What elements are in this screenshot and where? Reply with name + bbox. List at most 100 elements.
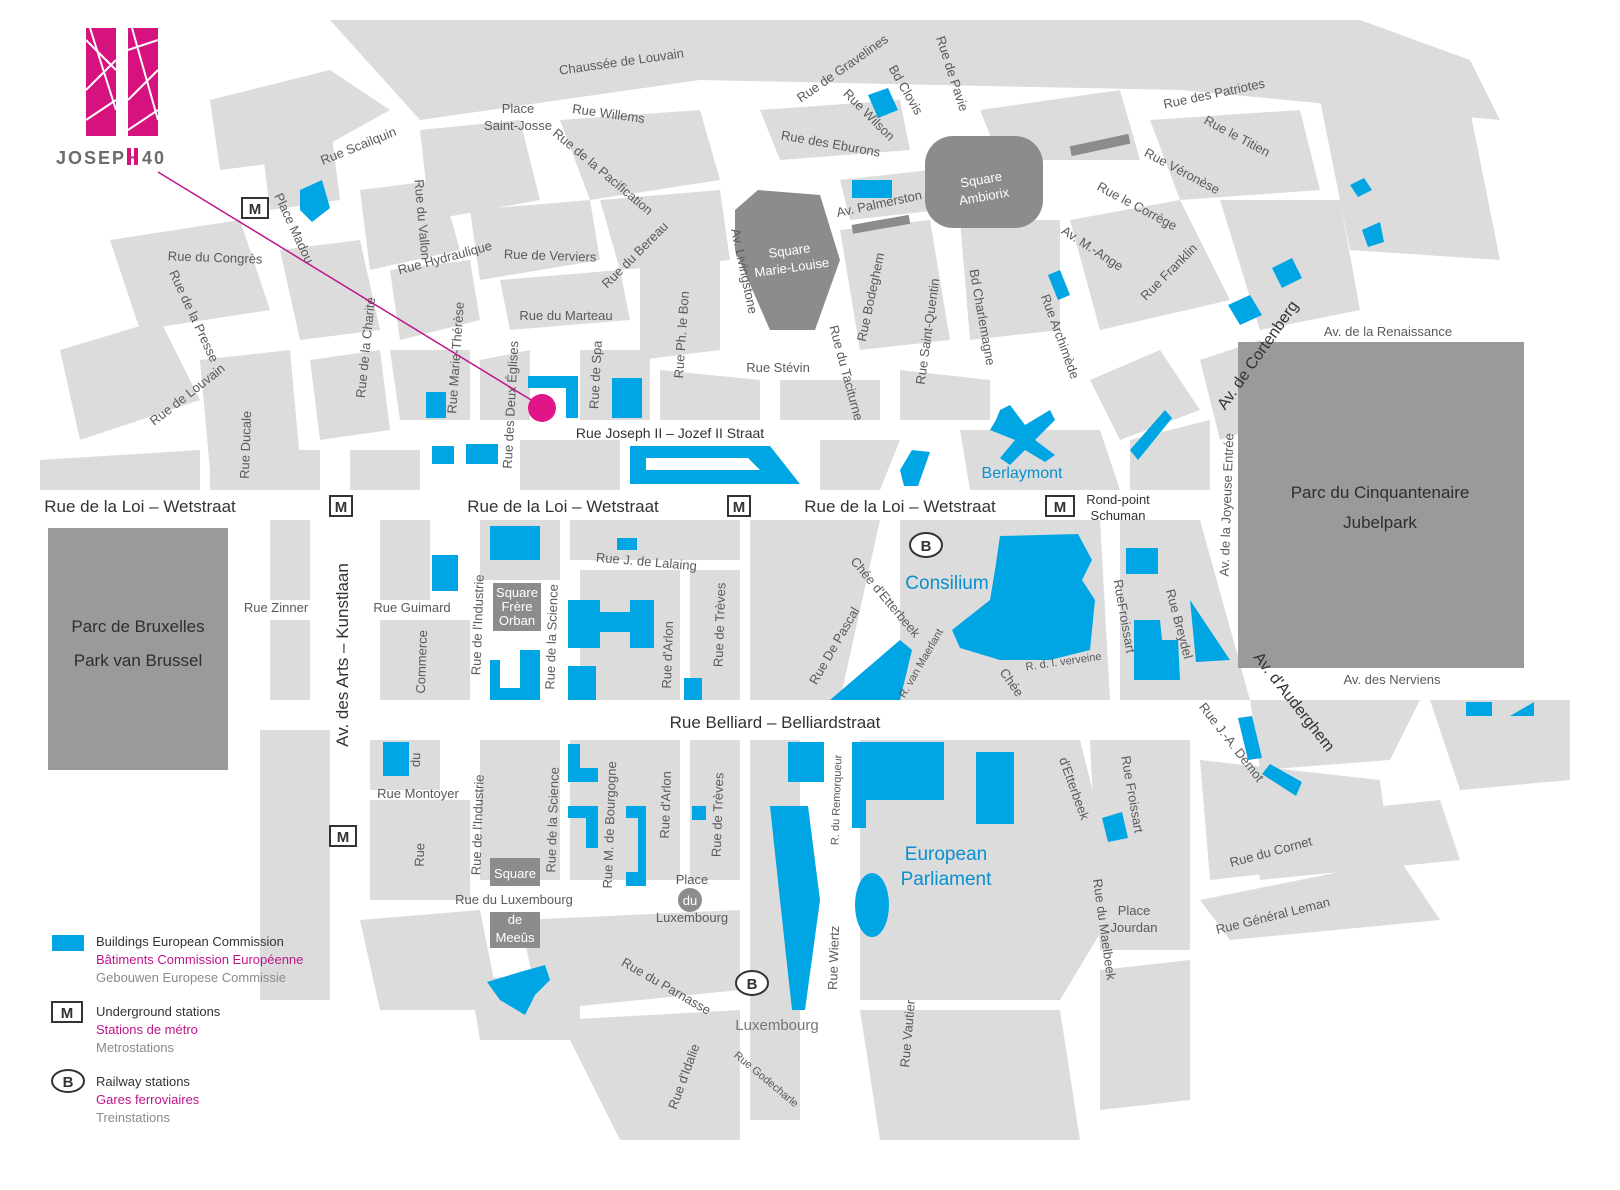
svg-text:Rue Wiertz: Rue Wiertz xyxy=(825,925,842,990)
metro-icon[interactable]: M xyxy=(1045,495,1075,517)
square-frere-orban-shape xyxy=(493,583,541,631)
svg-text:Bâtiments Commission Européenn: Bâtiments Commission Européenne xyxy=(96,952,303,967)
svg-text:Rue du Marteau: Rue du Marteau xyxy=(519,308,612,323)
square-ambiorix-label-1: Square xyxy=(959,169,1003,191)
svg-text:Rue de la Science: Rue de la Science xyxy=(542,584,561,690)
svg-text:Commerce: Commerce xyxy=(413,630,430,694)
square-de-meeus-shape-2 xyxy=(490,912,540,948)
metro-icon[interactable]: M xyxy=(329,825,357,847)
square-de-meeus-label-3: Meeûs xyxy=(495,930,535,945)
svg-text:M: M xyxy=(733,499,746,516)
parc-de-bruxelles-label-nl: Park van Brussel xyxy=(74,651,203,670)
square-de-meeus-shape-1 xyxy=(490,858,540,886)
square-frere-orban-label-3: Orban xyxy=(499,613,535,628)
svg-text:Rue du Vallon: Rue du Vallon xyxy=(411,179,433,261)
svg-text:M: M xyxy=(249,201,262,218)
railway-icon[interactable]: B xyxy=(909,532,943,558)
metro-icon[interactable]: M xyxy=(329,495,353,517)
svg-text:Rue des Deux Églises: Rue des Deux Églises xyxy=(500,340,522,469)
svg-text:B: B xyxy=(747,976,758,993)
railway-icon[interactable]: B xyxy=(735,970,769,996)
metro-icon[interactable]: M xyxy=(241,197,269,219)
svg-text:M: M xyxy=(1054,499,1067,516)
parc-de-bruxelles-label-fr: Parc de Bruxelles xyxy=(71,617,204,636)
svg-text:R. du Remorqueur: R. du Remorqueur xyxy=(829,754,844,845)
svg-text:Stations de métro: Stations de métro xyxy=(96,1022,198,1037)
parliament-label-1: European xyxy=(905,844,987,865)
svg-text:Treinstations: Treinstations xyxy=(96,1110,170,1125)
svg-text:Rue de l'Industrie: Rue de l'Industrie xyxy=(468,574,487,675)
svg-text:Jourdan: Jourdan xyxy=(1111,920,1158,935)
legend: Buildings European Commission Bâtiments … xyxy=(51,934,303,1125)
svg-text:Schuman: Schuman xyxy=(1091,508,1146,523)
rue-de-la-loi-label-mid: Rue de la Loi – Wetstraat xyxy=(467,497,659,516)
parc-cinquantenaire-label-fr: Parc du Cinquantenaire xyxy=(1291,483,1470,502)
place-du-luxembourg-circle xyxy=(678,888,702,912)
parliament-label-2: Parliament xyxy=(901,869,993,890)
svg-text:Railway stations: Railway stations xyxy=(96,1074,190,1089)
svg-text:Rue Zinner: Rue Zinner xyxy=(244,600,309,615)
square-frere-orban-label-1: Square xyxy=(496,585,538,600)
joseph-ii-40-logo: JOSEPH 40 xyxy=(56,27,164,168)
berlaymont-label: Berlaymont xyxy=(982,465,1063,482)
svg-text:M: M xyxy=(335,499,348,516)
pointer-line xyxy=(157,171,542,407)
rue-belliard-label: Rue Belliard – Belliardstraat xyxy=(670,713,881,732)
svg-text:du: du xyxy=(408,752,423,767)
parc-cinquantenaire-label-nl: Jubelpark xyxy=(1343,513,1417,532)
svg-text:Av. des Nerviens: Av. des Nerviens xyxy=(1343,672,1441,687)
svg-text:JOSEPH: JOSEPH xyxy=(56,148,141,168)
svg-text:Rue: Rue xyxy=(412,843,428,867)
svg-text:Rue Montoyer: Rue Montoyer xyxy=(377,786,459,801)
svg-text:Buildings European Commission: Buildings European Commission xyxy=(96,934,284,949)
square-marie-louise-shape xyxy=(735,190,840,330)
svg-text:Metrostations: Metrostations xyxy=(96,1040,175,1055)
ec-buildings xyxy=(300,88,1534,1015)
svg-text:Rue Guimard: Rue Guimard xyxy=(373,600,450,615)
svg-text:Rond-point: Rond-point xyxy=(1086,492,1150,507)
metro-icon[interactable]: M xyxy=(727,495,751,517)
svg-text:Underground stations: Underground stations xyxy=(96,1004,221,1019)
svg-text:Rue d'Arlon: Rue d'Arlon xyxy=(657,771,674,839)
svg-text:Rue Archimède: Rue Archimède xyxy=(1038,292,1082,381)
svg-text:Rue Stévin: Rue Stévin xyxy=(746,360,810,375)
svg-text:Rue M. de Bourgogne: Rue M. de Bourgogne xyxy=(600,761,619,889)
square-de-meeus-label-1: Square xyxy=(494,866,536,881)
parc-du-cinquantenaire xyxy=(1238,342,1524,668)
svg-text:Rue du Luxembourg: Rue du Luxembourg xyxy=(455,892,573,907)
svg-text:Rue de Trèves: Rue de Trèves xyxy=(709,772,727,858)
svg-text:Av. de la Joyeuse Entrée: Av. de la Joyeuse Entrée xyxy=(1217,433,1237,577)
svg-text:Place: Place xyxy=(502,101,535,116)
bar-2 xyxy=(851,214,911,234)
rue-de-la-loi-label-left: Rue de la Loi – Wetstraat xyxy=(44,497,236,516)
svg-text:Gares ferroviaires: Gares ferroviaires xyxy=(96,1092,200,1107)
svg-text:Rue de Verviers: Rue de Verviers xyxy=(504,246,597,264)
svg-text:Rue Vautier: Rue Vautier xyxy=(897,999,918,1068)
luxembourg-station-label: Luxembourg xyxy=(735,1017,818,1034)
svg-text:B: B xyxy=(921,538,932,555)
square-marie-louise-label-1: Square xyxy=(768,240,812,261)
svg-text:Rue de l'Industrie: Rue de l'Industrie xyxy=(468,774,487,875)
place-luxembourg-label-3: Luxembourg xyxy=(656,910,728,925)
parc-de-bruxelles xyxy=(48,528,228,770)
place-luxembourg-label-2: du xyxy=(683,893,697,908)
joseph-ii-40-marker[interactable] xyxy=(528,394,556,422)
square-de-meeus-label-2: de xyxy=(508,912,522,927)
legend-ec-swatch xyxy=(52,935,84,951)
bar-1 xyxy=(1069,133,1131,157)
svg-text:Rue de la Science: Rue de la Science xyxy=(543,767,562,873)
square-frere-orban-label-2: Frère xyxy=(501,599,532,614)
consilium-label: Consilium xyxy=(905,573,988,594)
av-des-arts-label: Av. des Arts – Kunstlaan xyxy=(333,563,352,747)
svg-text:Rue d'Arlon: Rue d'Arlon xyxy=(659,621,676,689)
legend-railway-icon: B xyxy=(51,1069,85,1093)
svg-text:B: B xyxy=(63,1074,74,1091)
svg-text:M: M xyxy=(61,1005,74,1022)
place-luxembourg-label-1: Place xyxy=(676,872,709,887)
svg-text:M: M xyxy=(337,829,350,846)
square-ambiorix-shape xyxy=(925,136,1043,228)
svg-text:Rue Ph. le Bon: Rue Ph. le Bon xyxy=(671,291,692,379)
rue-joseph-ii-label: Rue Joseph II – Jozef II Straat xyxy=(576,425,764,441)
svg-text:Place: Place xyxy=(1118,903,1151,918)
